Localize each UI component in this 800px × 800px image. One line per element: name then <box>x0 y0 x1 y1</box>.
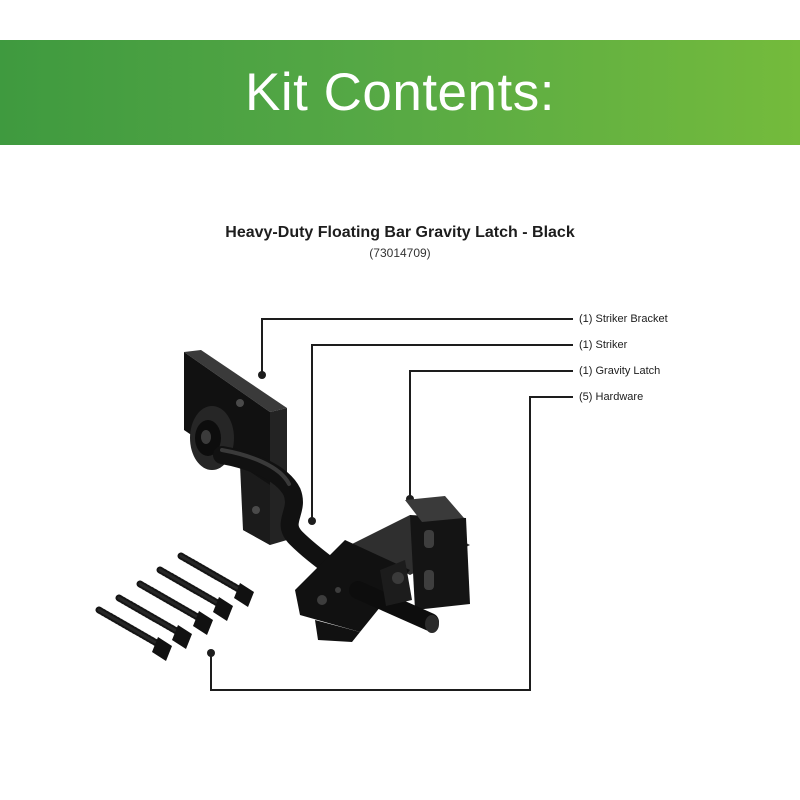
label-gravity-latch: (1) Gravity Latch <box>579 365 661 377</box>
gravity-latch <box>295 496 470 642</box>
product-name: Heavy-Duty Floating Bar Gravity Latch - … <box>225 224 575 241</box>
leader-dot-striker-bracket <box>258 371 266 379</box>
screw-1 <box>177 552 254 607</box>
banner-title: Kit Contents: <box>245 63 555 122</box>
leader-striker <box>311 344 573 518</box>
leader-dot-hardware <box>207 649 215 657</box>
screw-4 <box>115 594 192 649</box>
leader-hardware <box>210 396 573 691</box>
screw-2 <box>156 566 233 621</box>
hardware-screws <box>95 552 254 661</box>
label-striker: (1) Striker <box>579 339 628 351</box>
label-hardware: (5) Hardware <box>579 391 644 403</box>
screw-5 <box>95 606 172 661</box>
screw-3 <box>136 580 213 635</box>
striker <box>213 446 354 587</box>
striker-bracket <box>184 350 287 545</box>
leader-gravity-latch <box>409 370 573 496</box>
leader-dot-striker <box>308 517 316 525</box>
label-striker-bracket: (1) Striker Bracket <box>579 313 668 325</box>
product-sku: (73014709) <box>369 246 431 260</box>
leader-striker-bracket <box>261 318 573 372</box>
kit-contents-banner: Kit Contents: <box>0 40 800 145</box>
